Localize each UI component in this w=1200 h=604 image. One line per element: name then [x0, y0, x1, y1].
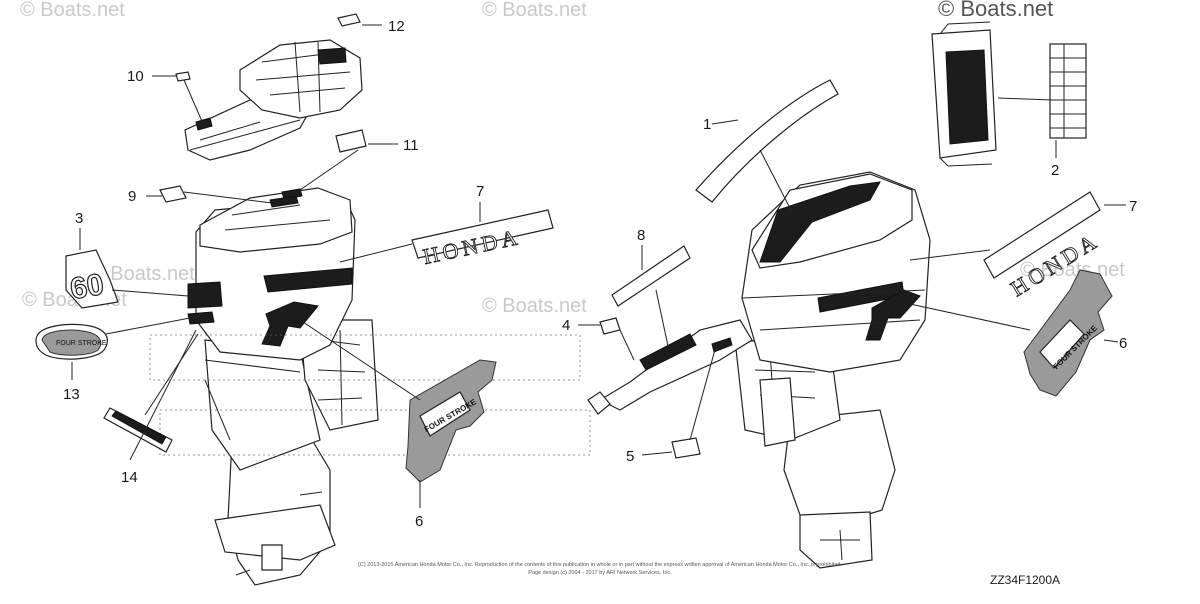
- callout-9: 9: [128, 188, 136, 205]
- diagram-code: ZZ34F1200A: [990, 573, 1060, 587]
- leader-lines: [71, 24, 1126, 508]
- decal-7-honda-left: HONDA: [411, 209, 554, 269]
- watermark-text: © Boats.net: [482, 0, 587, 21]
- flywheel-cover: [184, 39, 363, 161]
- callout-layer: 1 2 3 4 5 6 6 7 7 8 9 10 11 12 13 14: [63, 18, 1137, 530]
- decal-2-detail: [1049, 43, 1087, 139]
- left-outboard-engine: [187, 187, 379, 586]
- callout-12: 12: [388, 18, 405, 35]
- callout-7-right: 7: [1129, 198, 1137, 215]
- decal-4-small: [599, 317, 621, 335]
- decal-6-four-stroke-left: FOUR STROKE: [405, 359, 497, 483]
- decal-1-top-strip: [695, 79, 839, 203]
- watermark-text: © Boats.net: [90, 263, 195, 285]
- callout-14: 14: [121, 469, 138, 486]
- decal-10: [175, 71, 191, 82]
- callout-11: 11: [403, 137, 419, 154]
- watermark-text: © Boats.net: [482, 295, 587, 317]
- right-outboard-engine: [587, 171, 931, 569]
- decal-13-oval-badge: FOUR STROKE: [35, 323, 108, 360]
- decal-14-strip: [103, 407, 173, 453]
- decal-9: [159, 185, 187, 203]
- callout-4: 4: [562, 317, 570, 334]
- decal-11: [335, 129, 367, 153]
- callout-2: 2: [1051, 162, 1059, 179]
- callout-10: 10: [127, 68, 144, 85]
- decal-12: [337, 13, 361, 27]
- callout-8: 8: [637, 227, 645, 244]
- copyright-line: (C) 2013-2015 American Honda Motor Co., …: [358, 562, 842, 568]
- badge-text: FOUR STROKE: [56, 340, 107, 347]
- decal-8-strip: [611, 245, 691, 307]
- callout-5: 5: [626, 448, 634, 465]
- callout-6-left: 6: [415, 513, 423, 530]
- watermark-text: © Boats.net: [20, 0, 125, 21]
- callout-3: 3: [75, 210, 83, 227]
- callout-7-left: 7: [476, 183, 484, 200]
- decal-model-text: 60: [68, 268, 107, 306]
- decal-3-model-number: 60: [65, 249, 119, 309]
- watermark-text: © Boats.net: [938, 0, 1053, 21]
- callout-1: 1: [703, 116, 711, 133]
- footer: (C) 2013-2015 American Honda Motor Co., …: [358, 562, 1060, 587]
- decal-5-tab: [671, 437, 701, 459]
- callout-13: 13: [63, 386, 80, 403]
- callout-6-right: 6: [1119, 335, 1127, 352]
- decal-2-panel: [931, 21, 1087, 167]
- copyright-line: Page design (c) 2004 - 2017 by ARI Netwo…: [528, 570, 672, 576]
- background-marine-lettering: [149, 334, 591, 456]
